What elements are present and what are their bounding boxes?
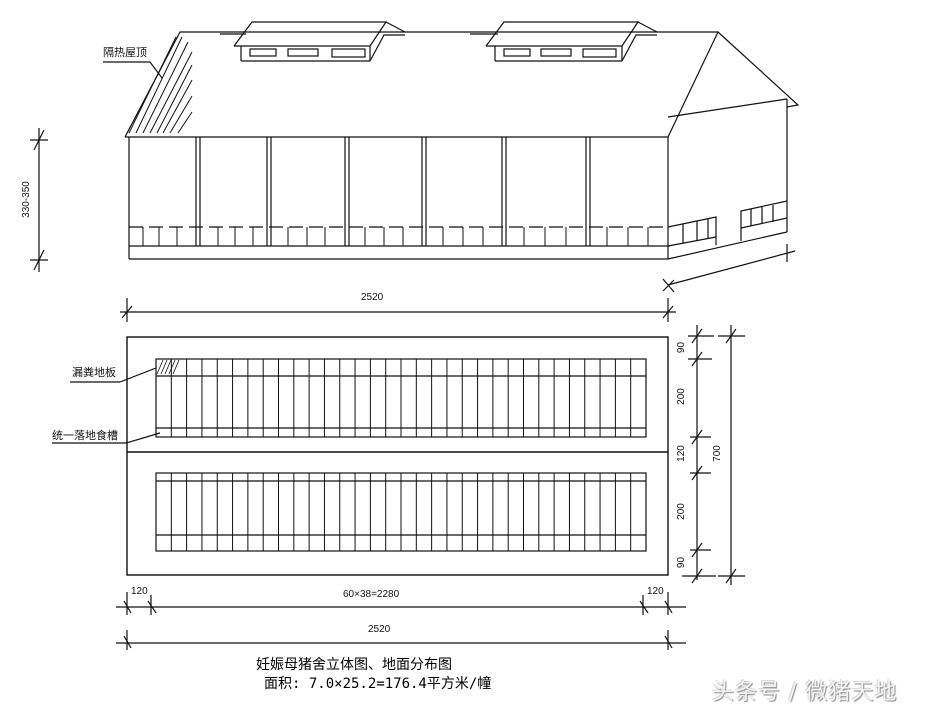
width-dim-90-bottom: 90 — [676, 556, 688, 569]
roof-label: 隔热屋顶 — [103, 46, 147, 59]
plan-length-dimensions — [116, 592, 686, 650]
width-dim-90-top: 90 — [676, 341, 688, 354]
watermark: 头条号 / 微猪天地 — [712, 680, 898, 705]
trough-label: 统一落地食槽 — [52, 429, 118, 442]
columns — [195, 137, 591, 246]
plan-view — [52, 336, 669, 576]
left-margin-label: 120 — [131, 586, 148, 597]
width-dim-200-bottom: 200 — [675, 503, 687, 520]
right-margin-label: 120 — [647, 586, 664, 597]
gable-roof — [717, 31, 800, 108]
stalls-length-label: 60×38=2280 — [343, 589, 400, 600]
plan-length-label: 2520 — [368, 624, 391, 635]
width-dim-200-top: 200 — [675, 388, 687, 405]
drawing-title: 妊娠母猪舍立体图、地面分布图 — [256, 657, 452, 673]
roof-insulation-hatch — [128, 36, 193, 134]
width-dim-120: 120 — [675, 445, 687, 462]
roof-monitor-2 — [470, 21, 658, 62]
floor-label: 漏粪地板 — [72, 366, 116, 379]
elevation-length-dimension — [120, 298, 676, 322]
roof-monitor-1 — [220, 21, 406, 62]
elevation-view — [103, 21, 800, 293]
width-dim-total: 700 — [711, 445, 723, 462]
fence-posts — [142, 227, 649, 246]
plan-width-dimensions — [682, 325, 745, 585]
area-caption: 面积: 7.0×25.2=176.4平方米/幢 — [264, 676, 492, 692]
height-dim-label: 330-350 — [20, 181, 32, 218]
elevation-length-label: 2520 — [361, 292, 384, 303]
height-dimension — [30, 128, 48, 272]
